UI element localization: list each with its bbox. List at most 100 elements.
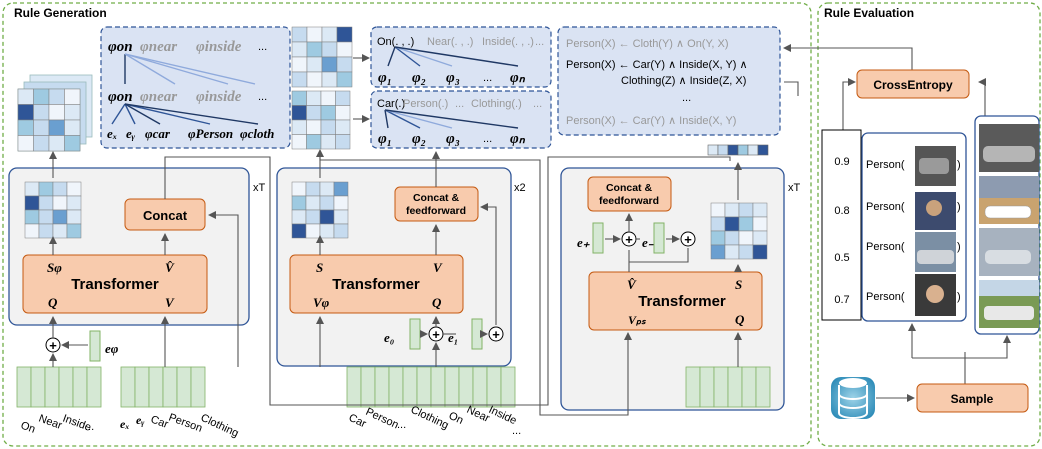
tree1-top-ellipsis: ... <box>258 41 267 53</box>
token-car: Car <box>149 414 170 431</box>
block3-e-minus: e₋ <box>642 235 655 250</box>
small-matrix-bottom <box>291 90 351 150</box>
tree3-header-ellipsis: ... <box>455 98 464 110</box>
tree3-ellipsis: ... <box>483 133 492 145</box>
block2-transformer-label: Transformer <box>332 276 420 293</box>
tree3-header-ellipsis2: ... <box>533 98 542 110</box>
token-person: Person <box>167 412 204 435</box>
cross-entropy-box <box>856 69 970 99</box>
connectors <box>49 44 1011 416</box>
block2-matrix <box>291 181 349 239</box>
block3-plus2 <box>680 231 696 247</box>
block3-e-plus: e₊ <box>577 235 590 250</box>
token-clothing: Clothing <box>199 412 241 440</box>
tree2-header-on: On(. , .) <box>377 36 414 48</box>
block2-token-labels: Car Person ... Clothing On Near Inside .… <box>347 404 521 437</box>
tree3-phi3: φ₃ <box>446 131 460 147</box>
cross-entropy-label: CrossEntropy <box>873 78 953 92</box>
score-1: 0.9 <box>834 156 849 168</box>
tree2-phi3: φ₃ <box>446 70 460 86</box>
block3-concat-label-2: feedforward <box>599 195 659 207</box>
tree2-edges <box>387 46 519 67</box>
sample-label: Sample <box>951 392 994 406</box>
block3-transformer-box <box>588 271 763 331</box>
rule-2-cont: Clothing(Z) ∧ Inside(Z, X) <box>621 75 746 87</box>
stacked-matrices <box>17 74 93 152</box>
block3-q: Q <box>735 312 745 327</box>
rules-output-vector <box>707 144 769 156</box>
block2-q: Q <box>432 295 442 310</box>
tree1-bottom-ey: eᵧ <box>126 126 136 141</box>
block1-matrix <box>24 181 82 239</box>
block3-s: S <box>735 277 742 292</box>
block1-v-hat: V̂ <box>165 260 175 275</box>
token-ey: eᵧ <box>136 413 144 427</box>
block1-q: Q <box>48 295 58 310</box>
tree1-mid-on: φon <box>108 89 133 105</box>
tree1-mid-near: φnear <box>140 89 177 105</box>
svg-text:+: + <box>432 327 440 342</box>
svg-text:): ) <box>957 159 961 171</box>
small-matrix-top <box>291 26 353 88</box>
tree2-header-near: Near(. , .) <box>427 36 473 48</box>
person-label-3: Person( <box>866 241 905 253</box>
block1-v: V <box>165 295 175 310</box>
block1-s-phi: Sφ <box>47 260 62 275</box>
token2-person: Person <box>364 406 401 432</box>
token-ex: eₓ <box>120 417 129 431</box>
score-3: 0.5 <box>834 252 849 264</box>
block1-transformer-label: Transformer <box>71 276 159 293</box>
block1-concat-label: Concat <box>143 208 188 223</box>
block1-token-strip-right <box>120 366 206 408</box>
block2-e1: e₁ <box>448 330 458 345</box>
query-thumbnails <box>915 146 956 316</box>
block1-transformer-box <box>22 254 208 314</box>
tree3-header-car: Car(.) <box>377 98 405 110</box>
rule-1: Person(X) ← Cloth(Y) ∧ On(Y, X) <box>566 38 729 50</box>
block1-token-labels: On Near Inside ... eₓ eᵧ Car Person Clot… <box>19 412 240 440</box>
tree2-phi1: φ₁ <box>378 70 392 86</box>
token-near: Near <box>37 413 64 433</box>
block3-repeat: xT <box>788 182 801 194</box>
tree1-bottom-cloth: φcloth <box>240 126 274 141</box>
tree2-header-inside: Inside(. , .) <box>482 36 534 48</box>
block2-repeat: x2 <box>514 182 526 194</box>
score-4: 0.7 <box>834 294 849 306</box>
tree3-phi2: φ₂ <box>412 131 426 147</box>
tree2-ellipsis: ... <box>483 72 492 84</box>
block2-transformer-box <box>289 254 464 314</box>
block2-v-phi: Vφ <box>313 295 330 310</box>
svg-text:): ) <box>957 291 961 303</box>
token2-clothing: Clothing <box>409 404 451 432</box>
tree1-top-inside: φinside <box>196 39 242 55</box>
token2-on: On <box>447 410 465 427</box>
block1-e-phi-box <box>89 330 101 362</box>
rule-evaluation-title: Rule Evaluation <box>824 6 914 20</box>
block2-e0: e₀ <box>384 330 394 345</box>
person-label-4: Person( <box>866 291 905 303</box>
block1-repeat: xT <box>253 182 266 194</box>
token2-ellipsis: ... <box>397 419 406 431</box>
tree3-phin: φₙ <box>510 131 526 147</box>
svg-text:+: + <box>492 327 500 342</box>
tree1-mid-ellipsis: ... <box>258 91 267 103</box>
tree1-top-near: φnear <box>140 39 177 55</box>
block3-concat-box <box>587 176 672 212</box>
svg-text:): ) <box>957 241 961 253</box>
token-on: On <box>19 420 37 436</box>
rule-evaluation-section <box>817 2 1041 447</box>
block3-v-ps: Vₚₛ <box>628 313 646 327</box>
tree3-header-person: Person(.) <box>403 98 448 110</box>
svg-text:+: + <box>49 338 57 353</box>
person-label-1: Person( <box>866 159 905 171</box>
block1-e-phi: eφ <box>105 341 119 356</box>
tree1-bottom-ex: eₓ <box>107 126 117 141</box>
block3-e-plus-box <box>592 222 604 254</box>
tree3-panel <box>370 90 552 149</box>
person-label-2: Person( <box>866 201 905 213</box>
svg-text:): ) <box>957 201 961 213</box>
rule-2: Person(X) ← Car(Y) ∧ Inside(X, Y) ∧ <box>566 59 748 71</box>
tree3-phi1: φ₁ <box>378 131 392 147</box>
block2-token-strip <box>346 366 516 408</box>
